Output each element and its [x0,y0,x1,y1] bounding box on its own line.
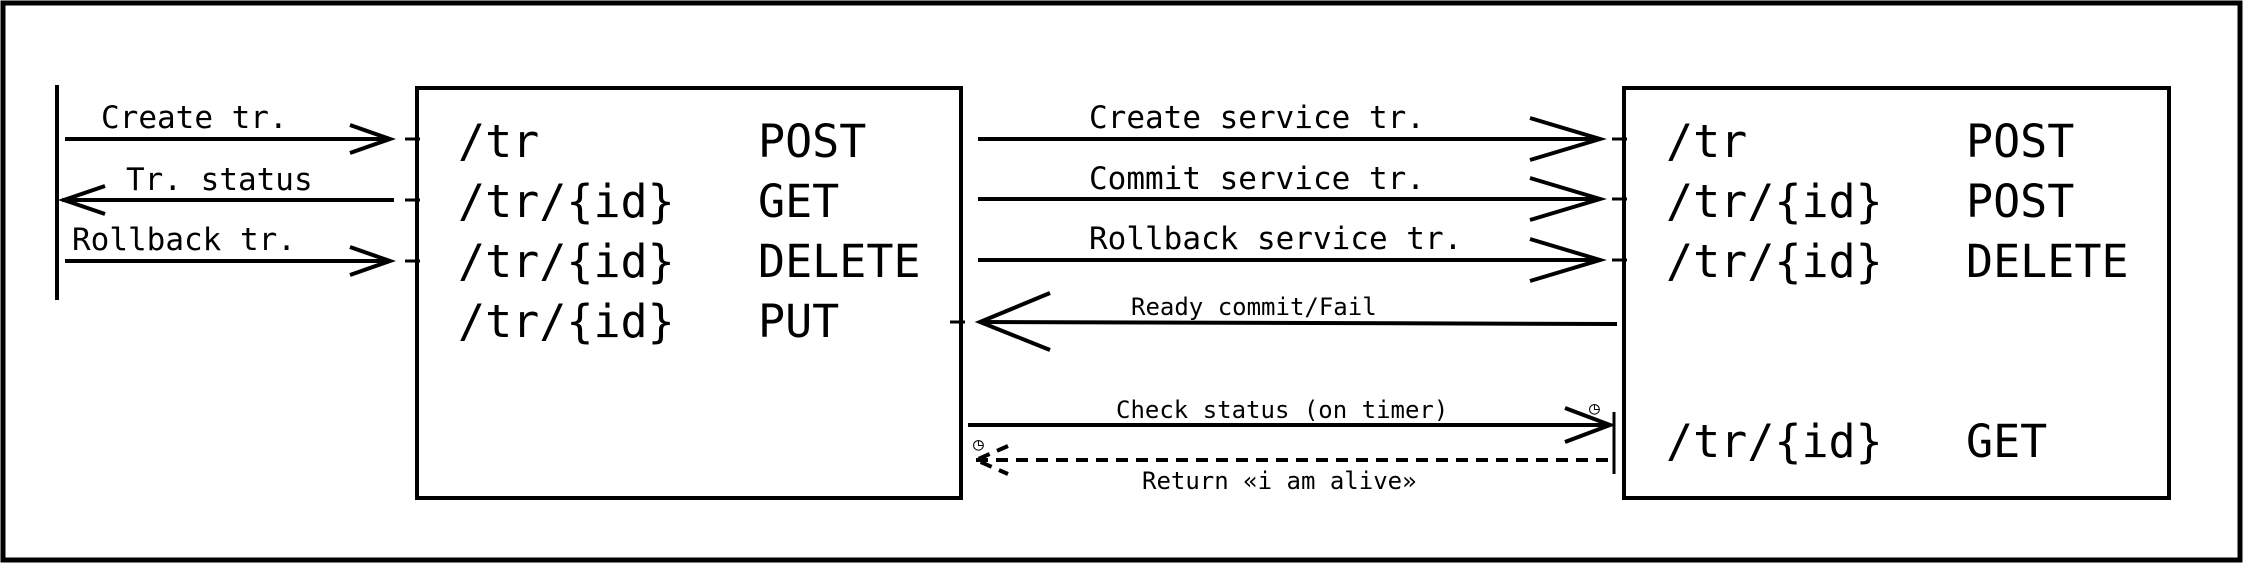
service-a-endpoint-path: /tr/{id} [458,295,675,348]
create-tr-label: Create tr. [101,100,288,136]
return-alive-arrow [971,444,1610,476]
service-a-endpoint-path: /tr/{id} [458,235,675,288]
create-service-tr-label: Create service tr. [1089,100,1425,136]
service-a-endpoints: /tr POST /tr/{id} GET /tr/{id} DELETE /t… [458,115,921,348]
service-b-endpoint-path: /tr [1666,115,1747,168]
rollback-tr-label: Rollback tr. [72,222,296,258]
service-b-endpoint-path: /tr/{id} [1666,415,1883,468]
service-b-endpoint-method: POST [1966,115,2074,168]
ready-commit-fail-arrow [950,291,1618,352]
service-a-box [415,86,963,500]
service-b-endpoint-path: /tr/{id} [1666,175,1883,228]
service-b-endpoints: /tr POST /tr/{id} POST /tr/{id} DELETE /… [1666,115,2129,468]
rollback-service-tr-label: Rollback service tr. [1089,221,1462,257]
timer-clock-icon: ◷ [973,434,984,455]
service-b-endpoint-method: DELETE [1966,235,2129,288]
service-a-endpoint-method: GET [758,175,839,228]
return-alive-label: Return «i am alive» [1142,467,1417,495]
service-a-endpoint-path: /tr/{id} [458,175,675,228]
service-b-box [1622,86,2171,500]
service-b-endpoint-path: /tr/{id} [1666,235,1883,288]
timer-clock-icon: ◷ [1589,398,1600,419]
service-a-endpoint-method: POST [758,115,866,168]
service-b-endpoint-method: GET [1966,415,2047,468]
service-a-endpoint-path: /tr [458,115,539,168]
check-status-arrow [968,406,1616,474]
service-a-endpoint-method: PUT [758,295,839,348]
commit-service-tr-label: Commit service tr. [1089,161,1425,197]
check-status-label: Check status (on timer) [1116,396,1448,424]
tr-status-label: Tr. status [126,162,313,198]
service-b-endpoint-method: POST [1966,175,2074,228]
service-a-endpoint-method: DELETE [758,235,921,288]
ready-commit-fail-label: Ready commit/Fail [1131,293,1377,321]
